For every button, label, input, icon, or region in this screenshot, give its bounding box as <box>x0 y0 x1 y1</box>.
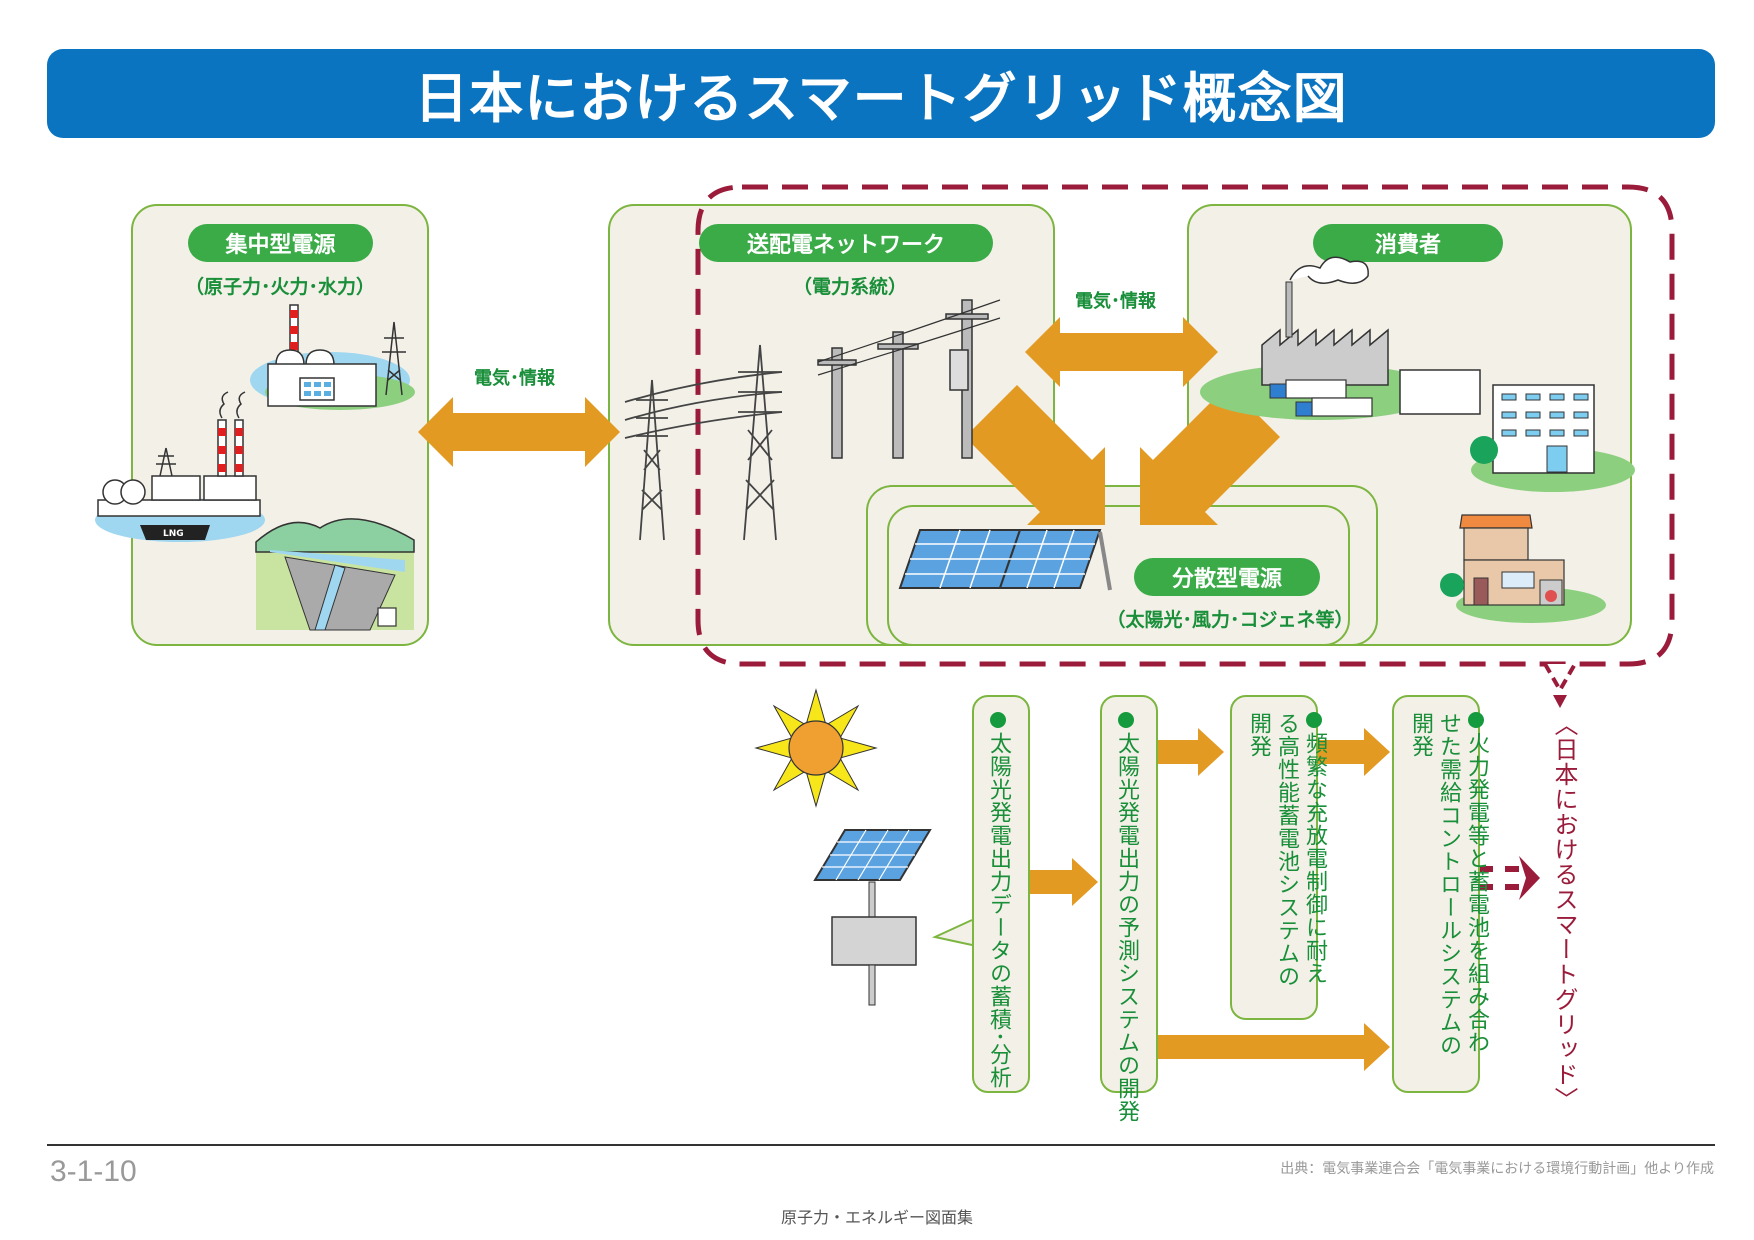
factory-illustration <box>1200 256 1481 420</box>
arrow-central-network <box>418 397 620 467</box>
callout-tail <box>931 919 973 946</box>
sub-distributed-power: （太陽光･風力･コジェネ等） <box>1106 609 1354 631</box>
arrow-step2-step3 <box>1158 728 1224 776</box>
book-title: 原子力・エネルギー図面集 <box>780 1208 973 1227</box>
page-title: 日本におけるスマートグリッド概念図 <box>414 67 1348 130</box>
label-central-power: 集中型電源 <box>188 224 373 262</box>
arrow-network-distributed <box>965 385 1105 525</box>
title-bar: 日本におけるスマートグリッド概念図 <box>47 49 1715 138</box>
step-text-3: 頻繁な充放電制御に耐える高性能蓄電池システムの開発 <box>1246 712 1327 988</box>
step-box-1 <box>972 695 1030 1093</box>
label-transmission-network: 送配電ネットワーク <box>699 224 993 262</box>
step-text-4: 火力発電等と蓄電池を組み合わせた需給コントロールシステムの開発 <box>1408 712 1489 1057</box>
boundary-pointer <box>1543 663 1577 695</box>
arrow-consumer-distributed <box>1140 385 1280 525</box>
solar-panel-array-illustration <box>898 529 1112 591</box>
bullet-icon <box>1118 712 1134 728</box>
bullet-icon <box>990 712 1006 728</box>
solar-monitor-illustration <box>813 829 932 1006</box>
arrow-step3-step4 <box>1318 728 1390 776</box>
office-building-illustration <box>1470 384 1635 492</box>
sub-transmission-network: （電力系統） <box>792 276 907 298</box>
power-lines <box>817 299 1001 376</box>
flow-label-network-consumer: 電気･情報 <box>1075 291 1156 312</box>
boundary-pointer-arrowhead <box>1553 695 1567 708</box>
page-number: 3-1-10 <box>50 1155 137 1188</box>
step-box-2 <box>1100 695 1158 1093</box>
arrow-network-consumer <box>1025 317 1218 387</box>
house-illustration <box>1440 514 1606 623</box>
nuclear-plant-illustration <box>250 304 415 410</box>
arrow-step2-step4 <box>1158 1023 1390 1071</box>
transmission-tower-illustration <box>624 344 783 541</box>
flow-label-central-network: 電気･情報 <box>474 368 555 389</box>
sun-icon <box>754 688 878 808</box>
sub-central-power: （原子力･火力･水力） <box>184 276 375 298</box>
label-consumer: 消費者 <box>1313 224 1503 262</box>
bullet-icon <box>1306 712 1322 728</box>
arrow-step1-step2 <box>1030 858 1098 906</box>
result-label: 〈日本におけるスマートグリッド〉 <box>1550 712 1578 1112</box>
step-box-3 <box>1230 695 1318 1020</box>
footer-divider <box>47 1144 1715 1146</box>
bullet-icon <box>1468 712 1484 728</box>
source-note: 出典：電気事業連合会「電気事業における環境行動計画」他より作成 <box>1280 1161 1714 1177</box>
arrow-to-result <box>1479 856 1540 900</box>
smart-grid-boundary <box>695 184 1675 667</box>
step-text-1: 太陽光発電出力データの蓄積･分析 <box>984 712 1012 1089</box>
pylon-icon <box>382 321 406 396</box>
step-box-4 <box>1392 695 1480 1093</box>
lng-label: LNG <box>163 529 184 539</box>
hydro-dam-illustration <box>255 518 415 631</box>
utility-pole-illustration <box>817 299 989 459</box>
label-distributed-power: 分散型電源 <box>1134 558 1320 596</box>
thermal-plant-illustration: LNG <box>95 391 265 542</box>
step-text-2: 太陽光発電出力の予測システムの開発 <box>1112 712 1140 1123</box>
